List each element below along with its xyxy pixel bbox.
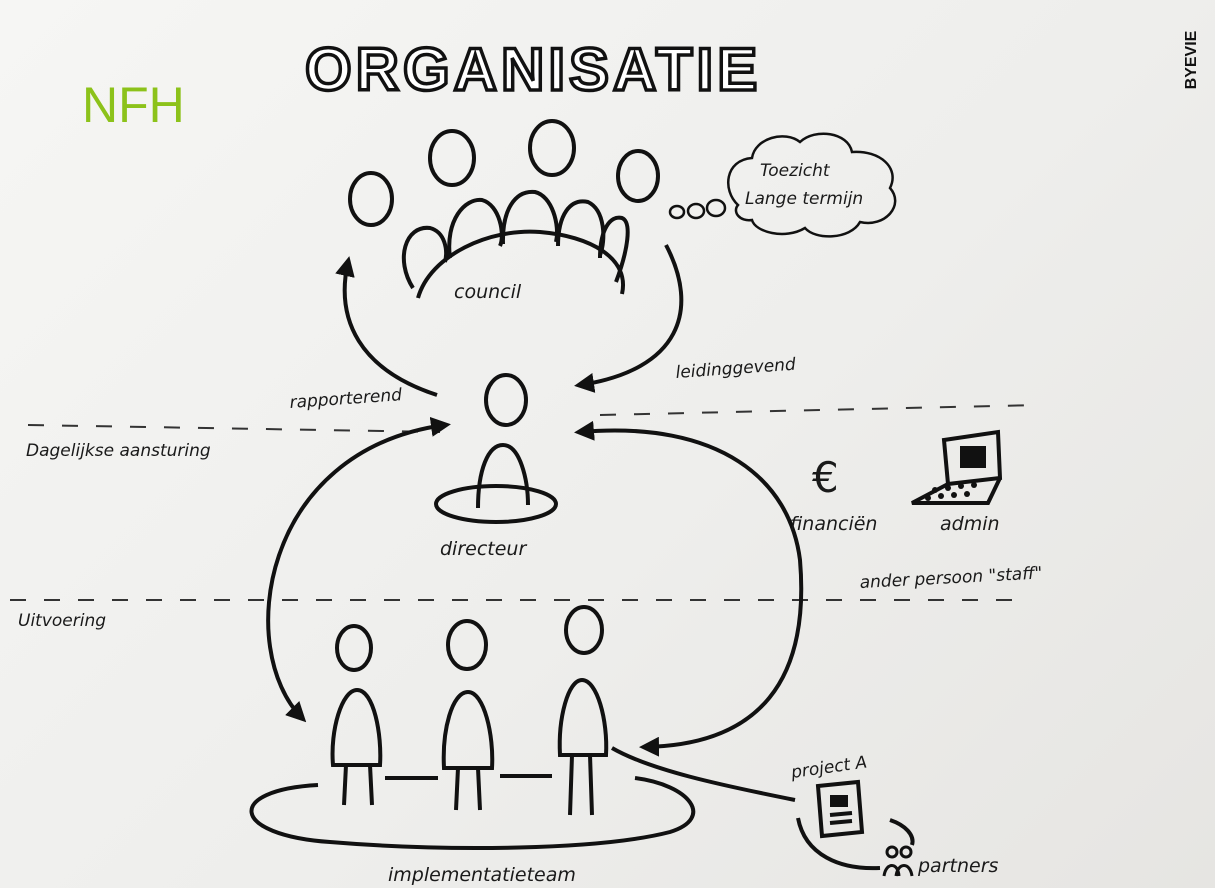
execution-level-label: Uitvoering [18,611,106,631]
director-team-arrow-left [266,416,451,723]
partners-label: partners [917,855,999,877]
bubble-line-2: Lange termijn [745,189,863,209]
laptop-icon [911,429,1003,505]
brand-signature: BYEVIE [1183,30,1200,89]
project-link-line [610,746,796,802]
logo: NFH [82,77,185,133]
bubble-line-1: Toezicht [760,161,831,181]
project-bracket [889,818,915,846]
thought-bubble [668,132,897,238]
daily-level-line [27,424,441,433]
finance-label: financiën [790,513,877,535]
admin-label: admin [940,513,1000,535]
council-members [348,119,660,227]
team-label: implementatieteam [388,864,576,886]
director-team-arrow-right [574,420,804,757]
partners-link-line [796,817,881,871]
page-title: ORGANISATIE [305,36,761,103]
reporting-arrow [335,256,438,397]
leading-label: leidinggevend [675,355,797,383]
council-table [402,189,630,299]
leading-arrow [574,244,684,393]
euro-icon: € [812,453,839,502]
daily-level-label: Dagelijkse aansturing [26,441,211,461]
document-icon [815,779,865,839]
reporting-label: rapporterend [289,385,403,413]
implementation-team [249,605,696,850]
council-label: council [454,281,522,303]
director-figure [434,373,558,524]
daily-level-line-right [599,404,1041,416]
project-label: project A [789,753,868,784]
staff-note: ander persoon "staff" [859,563,1043,593]
partners-icon [882,845,914,877]
director-label: directeur [440,538,527,560]
